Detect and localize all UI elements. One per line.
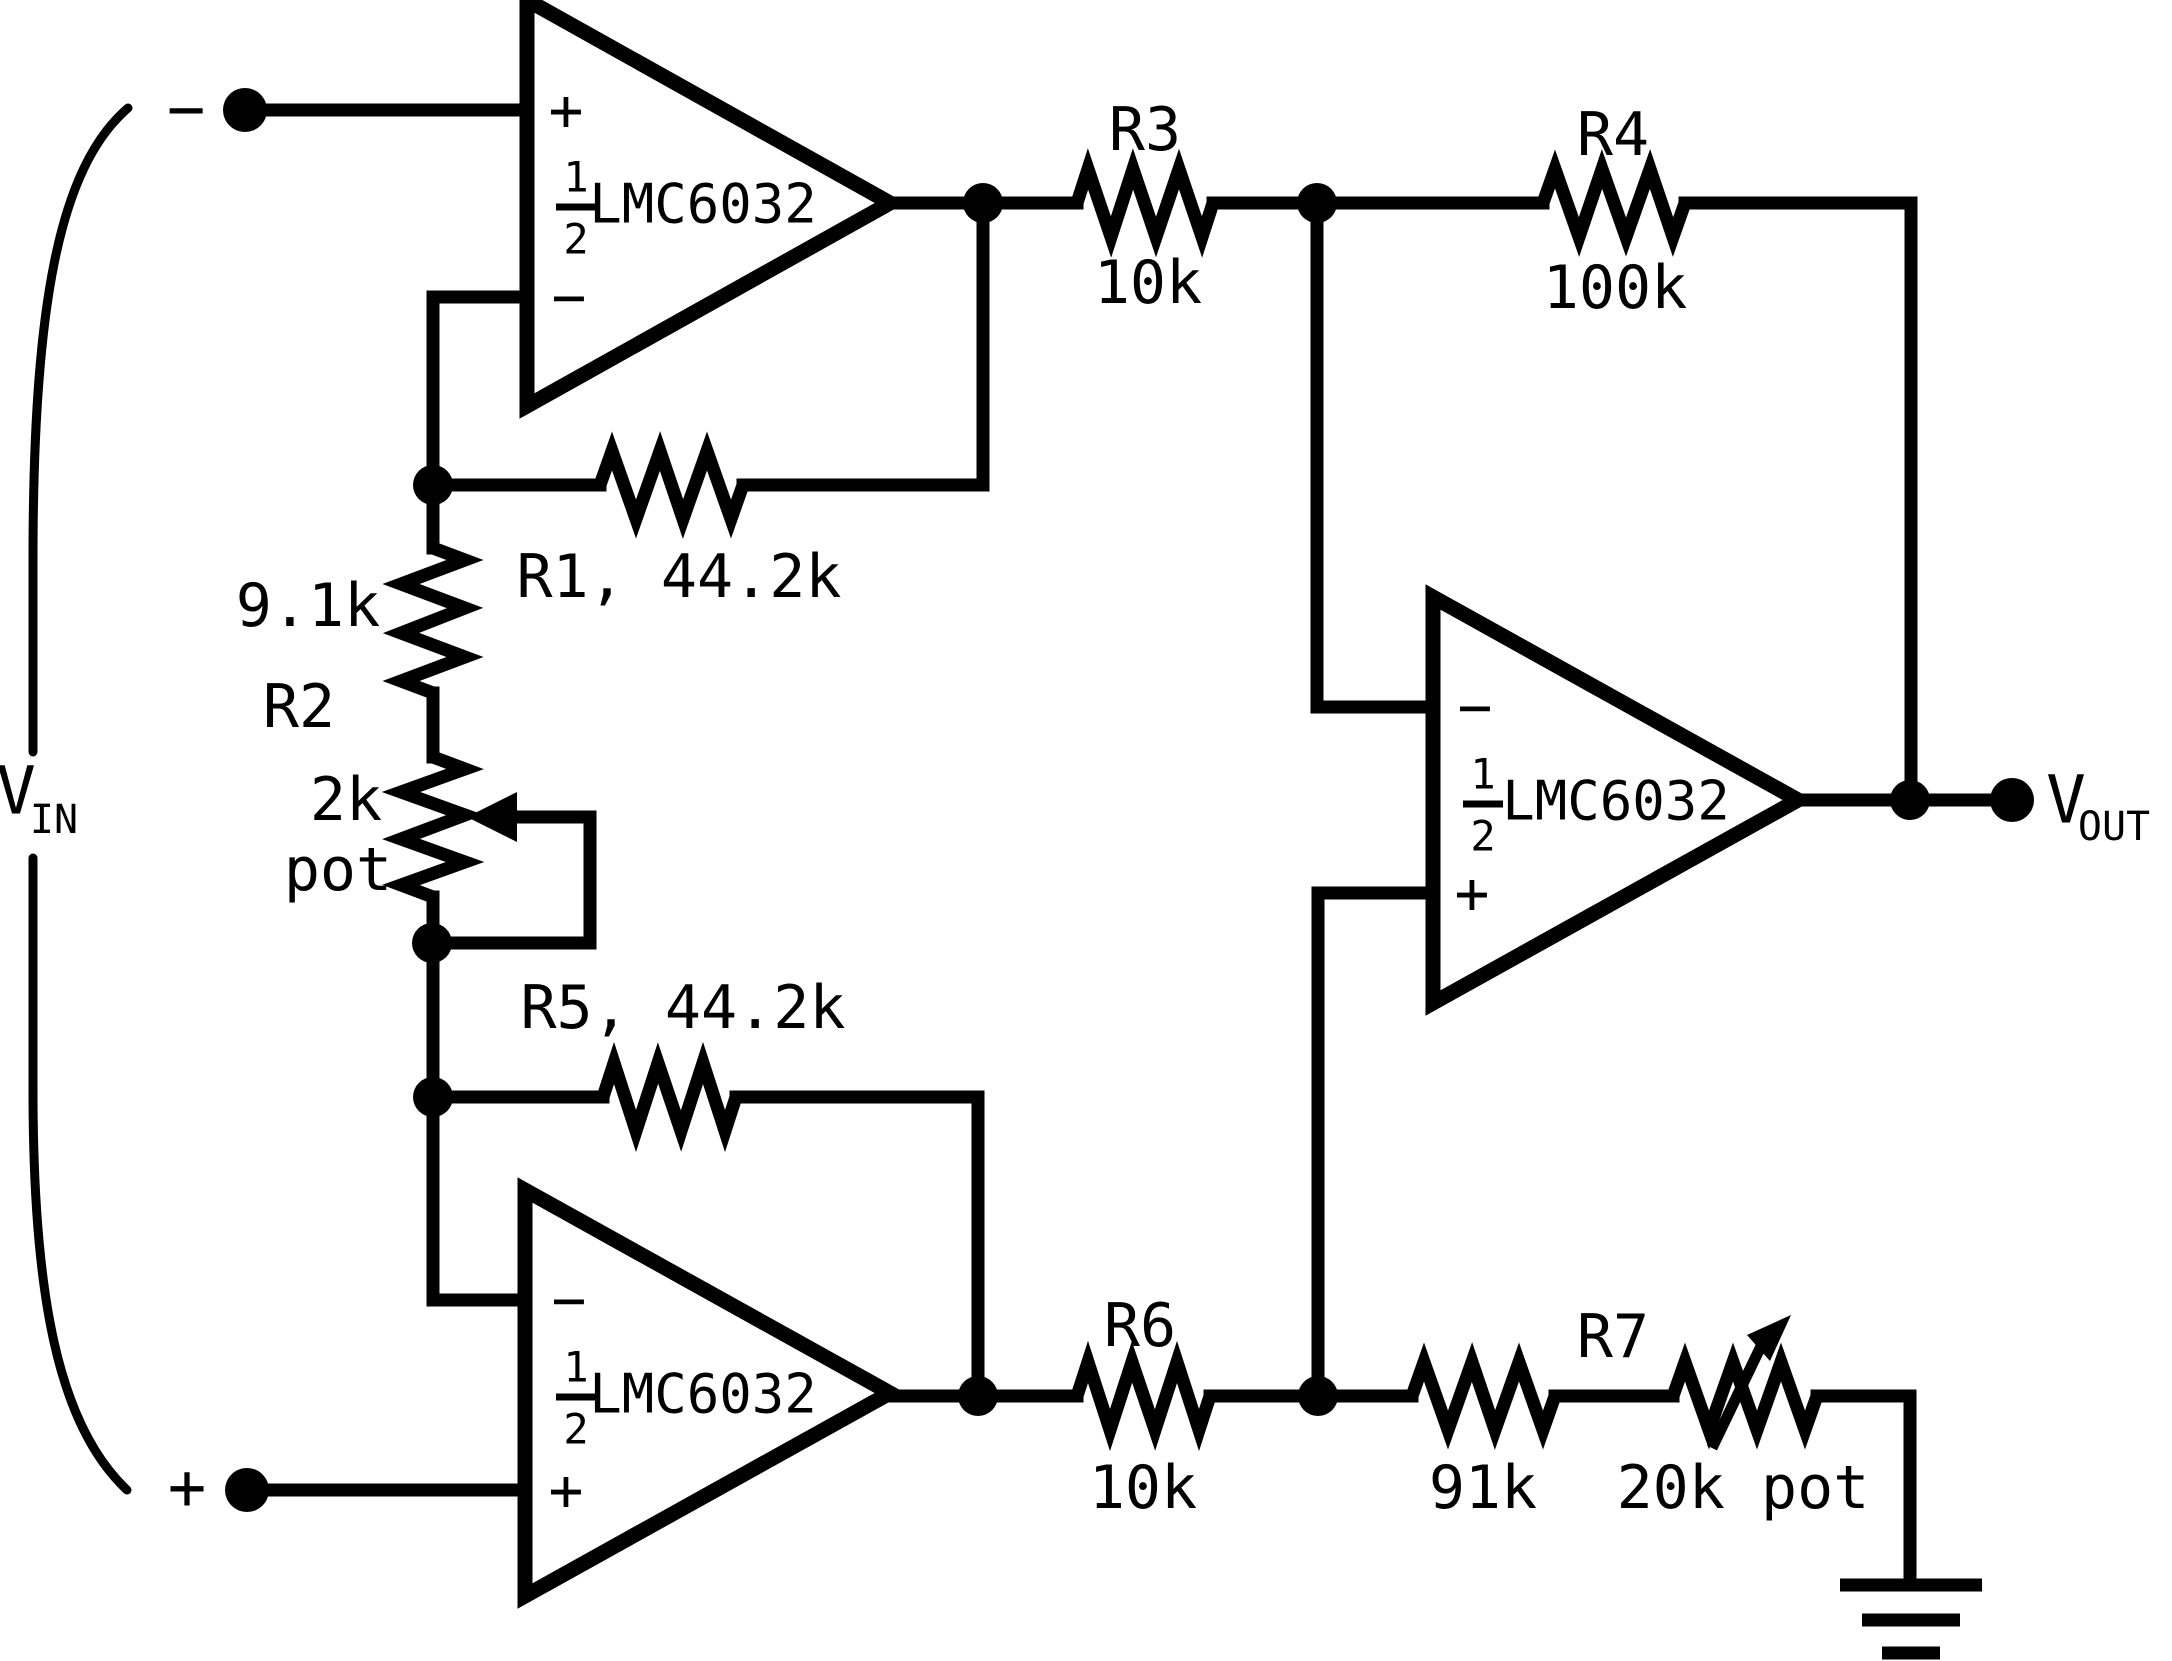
- r1-right-wire: [736, 196, 990, 492]
- r7-pot-label: 20k pot: [1617, 1453, 1870, 1523]
- r7-name-label: R7: [1577, 1302, 1649, 1372]
- vout-label: V: [2046, 762, 2086, 839]
- opamp-a3-labels: − 1 2 LMC6032 +: [1455, 673, 1730, 927]
- a3-noninverting-sign: +: [1455, 859, 1490, 927]
- opamp-a1-triangle: [519, 0, 906, 419]
- r7-91k-label: 91k: [1429, 1453, 1537, 1523]
- vin-label: V: [0, 753, 36, 830]
- vin-minus-sign: −: [167, 73, 206, 147]
- r1-resistor: [593, 431, 750, 539]
- r4-value-label: 100k: [1543, 253, 1688, 323]
- r7-pot-arrow-icon: [1747, 1315, 1791, 1361]
- vin-brace-upper: [28, 103, 133, 757]
- r3-value-label: 10k: [1094, 248, 1202, 318]
- a1-half-numerator: 1: [563, 153, 588, 202]
- a1-inverting-wire: [426, 290, 534, 555]
- j1-to-a3-inverting-wire: [1310, 196, 1440, 714]
- r4-name-label: R4: [1577, 100, 1649, 170]
- opamp-a3-triangle: [1425, 584, 1814, 1016]
- a3-half-denominator: 2: [1470, 812, 1495, 861]
- r7-to-ground-wire: [1810, 1389, 1917, 1589]
- a3-half-numerator: 1: [1470, 750, 1495, 799]
- pot-wiper-arrow-icon: [467, 792, 517, 842]
- a3-part-number: LMC6032: [1502, 770, 1730, 833]
- j2-to-a3-noninverting-wire: [1311, 886, 1440, 1403]
- a1-half-denominator: 2: [563, 215, 588, 264]
- vin-minus-terminal: [223, 88, 267, 132]
- junction-dot-a1-output: [963, 183, 1003, 223]
- ground-icon: [1840, 1578, 1982, 1660]
- r3-resistor: [1070, 148, 1220, 258]
- r7-20k-pot-resistor: [1666, 1342, 1824, 1450]
- r1-label: R1, 44.2k: [516, 542, 841, 612]
- a3-inverting-sign: −: [1458, 673, 1493, 741]
- a1-noninverting-sign: +: [549, 76, 584, 144]
- a2-inverting-sign: −: [552, 1266, 587, 1334]
- a2-part-number: LMC6032: [589, 1363, 817, 1426]
- r6-name-label: R6: [1104, 1291, 1176, 1361]
- junction-dot-vout-node: [1890, 780, 1930, 820]
- r5-resistor: [596, 1041, 743, 1153]
- r2-value-label: 9.1k: [236, 571, 381, 641]
- a1-part-number: LMC6032: [589, 173, 817, 236]
- junction-dot-pot-bottom: [412, 923, 452, 963]
- r4-resistor: [1536, 149, 1692, 257]
- a2-noninverting-sign: +: [549, 1456, 584, 1524]
- opamp-a2-triangle: [517, 1177, 906, 1609]
- r2-pot-unit-label: pot: [284, 835, 392, 905]
- a2-half-denominator: 2: [563, 1405, 588, 1454]
- r6-resistor: [1070, 1340, 1217, 1452]
- r3-name-label: R3: [1109, 95, 1181, 165]
- r2-2k-pot-resistor: [381, 750, 485, 904]
- r2-pot-value-label: 2k: [310, 765, 382, 835]
- junction-dot-r5-node: [413, 1077, 453, 1117]
- junction-dot-r1-node: [413, 465, 453, 505]
- vout-terminal: [1990, 778, 2034, 822]
- r2-9k1-resistor: [382, 541, 484, 700]
- r5-label: R5, 44.2k: [520, 973, 845, 1043]
- pot-wiper-loop: [425, 810, 597, 950]
- junction-dot-j2: [1298, 1376, 1338, 1416]
- junction-dot-j1: [1297, 183, 1337, 223]
- vout-label-subscript: OUT: [2078, 804, 2150, 850]
- r4-to-vout-wire: [1678, 196, 1918, 807]
- vin-plus-terminal: [225, 1468, 269, 1512]
- r7-91k-resistor: [1405, 1342, 1562, 1450]
- r5-right-wire: [729, 1090, 985, 1403]
- a2-half-numerator: 1: [563, 1343, 588, 1392]
- vin-plus-sign: +: [168, 1451, 207, 1525]
- vin-label-subscript: IN: [30, 797, 78, 843]
- opamp-a2-labels: − 1 2 LMC6032 +: [549, 1266, 817, 1524]
- junction-dot-a2-output: [958, 1376, 998, 1416]
- opamp-a1-labels: + − 1 2 LMC6032: [549, 76, 817, 331]
- lower-column-wire: [426, 890, 534, 1307]
- vin-brace-lower: [28, 853, 132, 1495]
- r7-pot-arrow-shaft: [1707, 1339, 1768, 1451]
- r2-name-label: R2: [263, 672, 335, 742]
- r6-value-label: 10k: [1089, 1453, 1197, 1523]
- a1-inverting-sign: −: [552, 263, 587, 331]
